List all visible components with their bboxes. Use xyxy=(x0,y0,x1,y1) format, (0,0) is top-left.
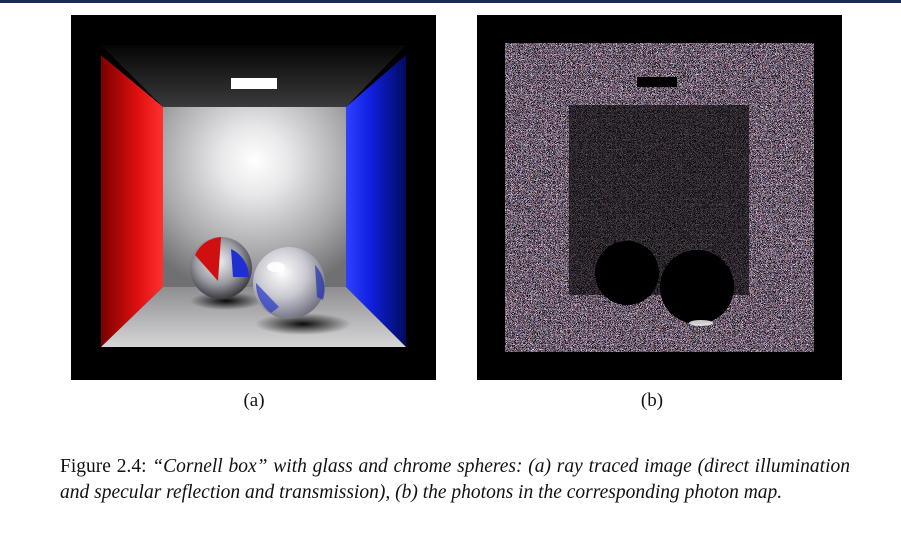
red-left-wall xyxy=(101,55,163,347)
glass-sphere-shadow xyxy=(255,313,351,335)
photon-points xyxy=(477,15,842,380)
caption-body: “Cornell box” with glass and chrome sphe… xyxy=(60,456,851,503)
ray-traced-cornell-box xyxy=(101,45,406,347)
glass-sphere xyxy=(253,247,325,319)
figure-caption: Figure 2.4: “Cornell box” with glass and… xyxy=(60,454,850,506)
chrome-sphere-shadow xyxy=(190,292,262,310)
page-top-rule xyxy=(0,0,901,3)
subfigure-label-a: (a) xyxy=(243,390,265,411)
ceiling xyxy=(101,45,406,107)
glass-blue-refraction xyxy=(255,283,279,313)
photon-map-left-sphere xyxy=(595,241,659,305)
chrome-blue-reflection xyxy=(231,249,249,277)
ray-traced-image xyxy=(71,15,436,380)
back-wall xyxy=(163,107,346,287)
caption-prefix: Figure 2.4: xyxy=(60,456,147,477)
glass-blue-edge xyxy=(315,265,325,300)
caustic-highlight xyxy=(689,320,713,326)
ceiling-light xyxy=(231,78,277,89)
blue-right-wall xyxy=(346,55,406,347)
subfigure-label-b: (b) xyxy=(640,390,664,411)
glass-highlight xyxy=(267,262,285,272)
photon-map-cornell-box xyxy=(477,15,842,380)
photon-map-light-gap xyxy=(637,77,677,87)
photon-map-right-sphere xyxy=(660,250,734,324)
photon-map-image xyxy=(477,15,842,380)
chrome-red-reflection xyxy=(195,237,221,281)
